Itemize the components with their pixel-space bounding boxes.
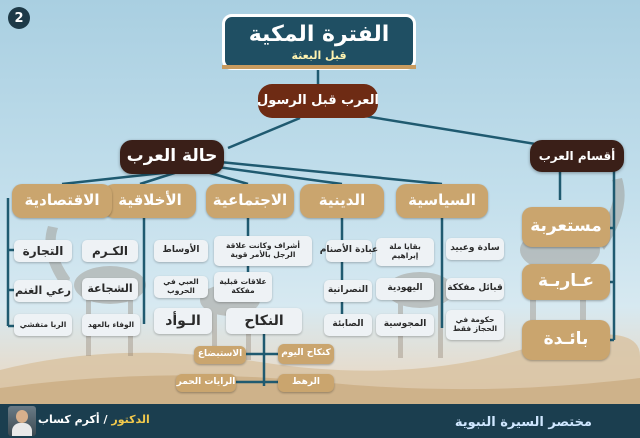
moral-item-2: الشجاعة xyxy=(82,278,138,300)
religious-item-6: الصابئة xyxy=(324,314,372,336)
state-node: حالة العرب xyxy=(120,140,224,174)
division-mustariba: مستعربة xyxy=(522,207,610,247)
doctor-label: الدكتور xyxy=(111,413,150,426)
author-credit: الدكتور / أكرم كساب xyxy=(38,413,150,426)
religious-item-1: بقايا ملة إبراهيم xyxy=(376,238,434,266)
category-political: السياسية xyxy=(396,184,488,218)
moral-item-3: الوفاء بالعهد xyxy=(82,314,140,336)
religious-item-5: المجوسية xyxy=(376,314,434,336)
category-social: الاجتماعية xyxy=(206,184,294,218)
separator: / xyxy=(99,413,108,426)
social-item-2: أشراف وكانت علاقة الرجل بالأمر قوية xyxy=(214,236,312,266)
moral-item-1: الكـرم xyxy=(82,240,138,262)
title-card: الفترة المكية قبل البعثة xyxy=(222,14,416,70)
footer-title: مختصر السيرة النبوية xyxy=(454,415,592,430)
title-subtitle: قبل البعثة xyxy=(291,49,347,62)
marriage-type-1: كنكاح اليوم xyxy=(278,344,334,364)
social-item-5: الـوأد xyxy=(154,308,212,334)
doctor-name: أكرم كساب xyxy=(38,413,100,426)
category-moral: الأخلاقية xyxy=(104,184,196,218)
footer-bar: الدكتور / أكرم كساب مختصر السيرة النبوية xyxy=(0,404,640,438)
economic-item-1: التجارة xyxy=(14,240,72,262)
religious-item-4: النصرانية xyxy=(324,280,372,302)
social-item-3: العبي في الحروب xyxy=(154,276,208,298)
marriage-type-4: الرايات الحمر xyxy=(176,374,236,392)
social-item-1: الأوساط xyxy=(154,240,208,262)
title-main: الفترة المكية xyxy=(248,22,390,47)
economic-item-3: الربا متفشي xyxy=(14,314,72,336)
division-ariba: عـاربـة xyxy=(522,264,610,300)
root-node: العرب قبل الرسول xyxy=(257,84,379,118)
division-baida: بائـدة xyxy=(522,320,610,360)
religious-item-3: اليهودية xyxy=(376,278,434,300)
social-item-4: علاقات قبلية مفككة xyxy=(214,272,272,302)
category-economic: الاقتصادية xyxy=(12,184,112,218)
title-accent-strip xyxy=(222,65,416,69)
political-item-1: سادة وعبيد xyxy=(446,238,504,260)
economic-item-2: رعي الغنم xyxy=(14,280,72,302)
social-item-6: النكاح xyxy=(226,308,302,334)
marriage-type-2: الاستبضاع xyxy=(194,346,246,364)
political-item-2: قبائل مفككة xyxy=(446,278,504,300)
divisions-node: أقسام العرب xyxy=(530,140,624,172)
author-avatar xyxy=(8,406,36,436)
marriage-type-3: الرهط xyxy=(278,374,334,392)
political-item-3: حكومة في الحجاز فقط xyxy=(446,310,504,340)
page-number: 2 xyxy=(14,10,24,26)
page-number-badge: 2 xyxy=(8,7,30,29)
religious-item-2: عبادة الأصنام xyxy=(320,240,378,262)
category-religious: الدينية xyxy=(300,184,384,218)
